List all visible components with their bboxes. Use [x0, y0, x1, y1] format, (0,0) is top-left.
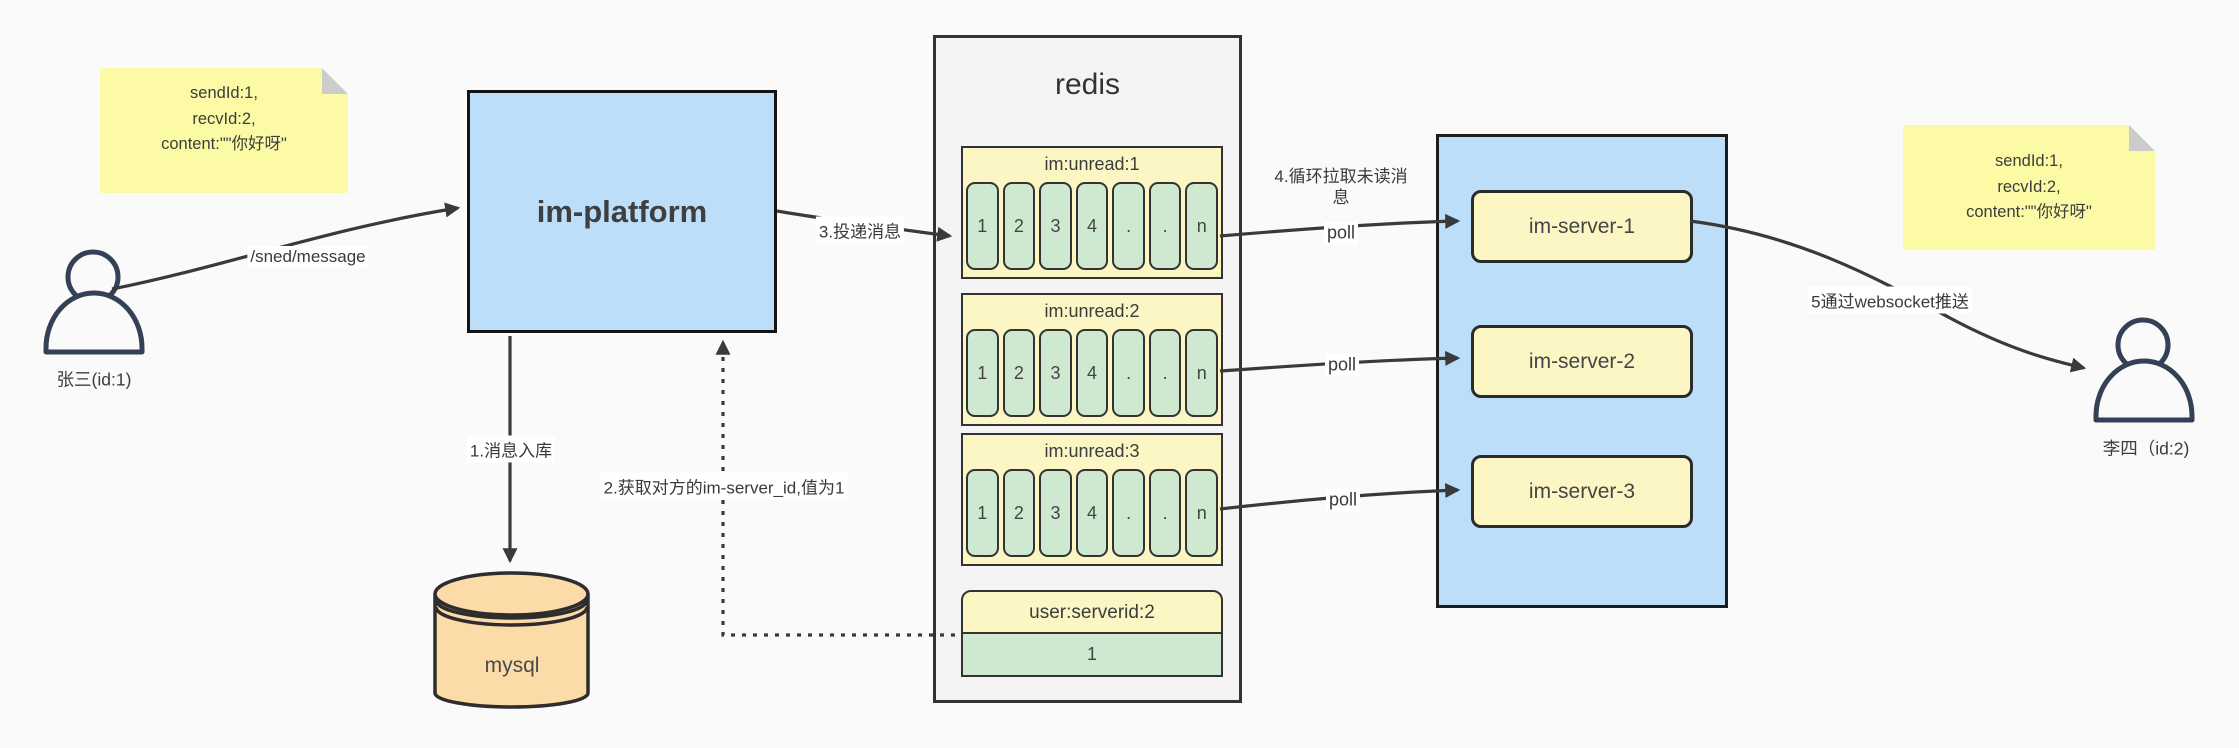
queue-cell: 2 — [1002, 469, 1036, 557]
im-platform-node: im-platform — [467, 90, 777, 333]
queue-im-unread-2: im:unread:2 1 2 3 4 . . n — [961, 293, 1223, 426]
edge-label-poll-2: poll — [1324, 353, 1360, 377]
edge-label-send: /sned/message — [247, 246, 369, 268]
queue-cell: 1 — [966, 469, 999, 557]
edge-label-deliver: 3.投递消息 — [815, 216, 905, 244]
edge-label-pull: 4.循环拉取未读消息 — [1265, 164, 1417, 210]
queue-header: im:unread:2 — [1044, 301, 1140, 321]
queue-cell: 1 — [966, 182, 999, 270]
queue-cell: . — [1112, 329, 1145, 417]
edge-label-store: 1.消息入库 — [466, 435, 556, 463]
note-line: sendId:1, — [1995, 152, 2063, 171]
queue-cell: n — [1185, 469, 1219, 557]
note-line: sendId:1, — [190, 84, 258, 103]
queue-im-unread-1: im:unread:1 1 2 3 4 . . n — [961, 146, 1223, 279]
im-server-1-node: im-server-1 — [1471, 190, 1693, 263]
edge-label-poll-1: poll — [1323, 221, 1359, 245]
queue-cell: 2 — [1002, 182, 1036, 270]
im-platform-label: im-platform — [536, 193, 708, 229]
im-server-label: im-server-3 — [1528, 479, 1636, 503]
redis-title: redis — [1054, 68, 1121, 101]
queue-cell: 4 — [1075, 329, 1109, 417]
note-line: recvId:2, — [192, 109, 256, 128]
queue-im-unread-3: im:unread:3 1 2 3 4 . . n — [961, 433, 1223, 566]
queue-cell: . — [1148, 329, 1182, 417]
sticky-note-sender: sendId:1, recvId:2, content:""你好呀" — [100, 68, 348, 193]
queue-cells: 1 2 3 4 . . n — [966, 329, 1219, 417]
actor-label-sender: 张三(id:1) — [56, 369, 132, 390]
kv-value: 1 — [961, 634, 1223, 677]
kv-user-serverid: user:serverid:2 1 — [961, 590, 1223, 677]
edge-label-lookup: 2.获取对方的im-server_id,值为1 — [600, 472, 848, 500]
note-line: recvId:2, — [1997, 177, 2061, 196]
queue-header: im:unread:3 — [1044, 441, 1140, 461]
edge-label-poll-3: poll — [1325, 488, 1361, 512]
queue-cell: 3 — [1039, 329, 1072, 417]
queue-cells: 1 2 3 4 . . n — [966, 469, 1219, 557]
im-server-2-node: im-server-2 — [1471, 325, 1693, 398]
queue-cell: 4 — [1075, 469, 1109, 557]
note-line: content:""你好呀" — [161, 135, 287, 154]
redis-container: redis im:unread:1 1 2 3 4 . . n im:unrea… — [933, 35, 1242, 703]
queue-cell: 3 — [1039, 469, 1072, 557]
im-server-label: im-server-1 — [1528, 214, 1636, 238]
kv-key: user:serverid:2 — [961, 590, 1223, 634]
im-server-label: im-server-2 — [1528, 349, 1636, 373]
queue-cell: n — [1185, 329, 1219, 417]
queue-cell: . — [1148, 469, 1182, 557]
queue-cells: 1 2 3 4 . . n — [966, 182, 1219, 270]
im-server-container: im-server-1 im-server-2 im-server-3 — [1436, 134, 1728, 608]
edge-label-push: 5通过websocket推送 — [1808, 286, 1972, 314]
user-icon-receiver — [2093, 317, 2195, 423]
queue-cell: . — [1148, 182, 1182, 270]
sticky-note-receiver: sendId:1, recvId:2, content:""你好呀" — [1903, 125, 2155, 250]
mysql-cylinder — [433, 571, 590, 709]
user-icon-sender — [43, 249, 145, 355]
queue-cell: 4 — [1075, 182, 1109, 270]
queue-cell: 3 — [1039, 182, 1072, 270]
queue-cell: n — [1185, 182, 1219, 270]
queue-cell: . — [1112, 182, 1145, 270]
note-line: content:""你好呀" — [1966, 203, 2092, 222]
queue-cell: 2 — [1002, 329, 1036, 417]
queue-header: im:unread:1 — [1044, 154, 1140, 174]
queue-cell: 1 — [966, 329, 999, 417]
mysql-label: mysql — [484, 654, 540, 677]
actor-label-receiver: 李四（id:2) — [2102, 438, 2190, 459]
im-server-3-node: im-server-3 — [1471, 455, 1693, 528]
queue-cell: . — [1112, 469, 1145, 557]
